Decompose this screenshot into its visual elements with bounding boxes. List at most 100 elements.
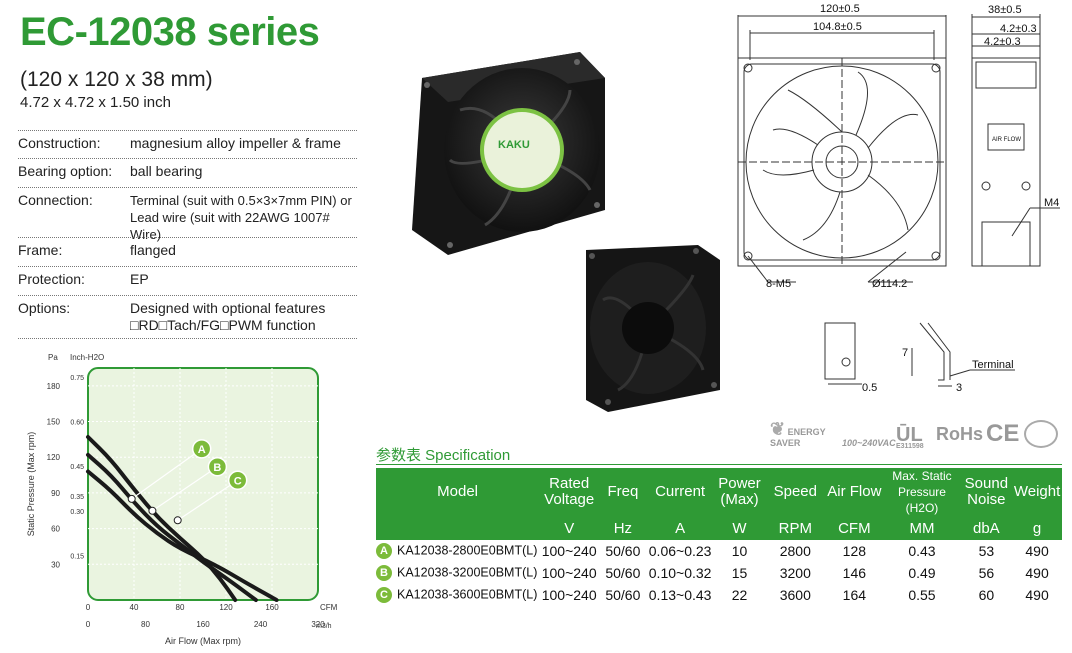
x-tick-cfm: 80 [176, 603, 185, 612]
terminal-body [824, 322, 856, 380]
marker-point-b [148, 506, 157, 515]
unit-header: W [713, 516, 766, 540]
cell-weight: 490 [1025, 587, 1049, 603]
spec-table: Model Rated Voltage Freq Current Power (… [376, 468, 1062, 606]
cell-airflow: 146 [842, 565, 867, 581]
label-diameter: Ø114.2 [872, 278, 907, 290]
cell-weight: 490 [1025, 543, 1049, 559]
ul-icon: ŪL [896, 424, 923, 446]
x-tick-cfm: 0 [86, 603, 91, 612]
cell-voltage: 100~240 [541, 587, 597, 603]
marker-leader-b [152, 466, 218, 512]
chart-plot-area [87, 367, 319, 601]
cert-energy: ❦ ENERGY SAVER [770, 420, 840, 449]
fan-photo-small [586, 245, 720, 412]
spec-label: Options: [18, 300, 71, 316]
y-unit-inch: Inch-H2O [70, 353, 104, 362]
cell-weight: 490 [1025, 565, 1049, 581]
spec-value-line1: Terminal (suit with 0.5×3×7mm PIN) or [130, 193, 352, 208]
unit-header: RPM [765, 516, 826, 540]
spec-label: Frame: [18, 242, 63, 258]
cell-airflow: 128 [842, 543, 867, 559]
unit-header: dbA [960, 516, 1013, 540]
y-unit-pa: Pa [48, 353, 58, 362]
cell-power: 22 [731, 587, 748, 603]
col-header: Max. Static Pressure (H2O) [883, 468, 961, 516]
spec-heading-underline [376, 464, 1062, 465]
cert-ul: ŪL E311598 [896, 424, 924, 450]
model-cell: C KA12038-3600E0BMT(L) [376, 584, 539, 606]
curve-c [86, 469, 279, 602]
cell-speed: 3200 [779, 565, 811, 581]
cert-energy-text: ENERGY SAVER [770, 427, 826, 448]
cell-noise: 60 [978, 587, 995, 603]
term-dim-0-5: 0.5 [862, 382, 877, 394]
unit-header: g [1012, 516, 1062, 540]
fan-hub-label-inner [484, 112, 560, 188]
col-header: Weight [1012, 468, 1062, 516]
badge-c-icon: C [376, 587, 392, 603]
x-axis-label: Air Flow (Max rpm) [165, 636, 241, 646]
spec-table-heading: 参数表 Specification [376, 447, 511, 464]
drawing-terminal: 7 0.5 3 Terminal [824, 322, 1015, 394]
dim-label-120: 120±0.5 [820, 3, 860, 15]
x-unit-cfm: CFM [320, 603, 338, 612]
performance-chart-svg: 1801501209060300.750.600.450.350.300.150… [26, 353, 338, 646]
x-tick-cfm: 120 [219, 603, 233, 612]
dimensions-mm: (120 x 120 x 38 mm) [20, 68, 213, 91]
cell-power: 15 [731, 565, 748, 581]
drawing-front-view: 120±0.5 104.8±0.5 8-M5 Ø114.2 [737, 3, 947, 290]
marker-point-a [127, 494, 136, 503]
spec-table-unit-row: V Hz A W RPM CFM MM dbA g [376, 516, 1062, 540]
model-name: KA12038-3600E0BMT(L) [397, 587, 538, 602]
x-tick-m3: 0 [86, 620, 91, 629]
marker-badge-a [191, 439, 212, 459]
spec-value: ball bearing [130, 163, 203, 179]
terminal-pin [919, 322, 945, 381]
spec-connection: Connection: Terminal (suit with 0.5×3×7m… [18, 187, 357, 242]
spec-protection: Protection: EP [18, 266, 357, 295]
term-dim-7: 7 [902, 347, 908, 359]
x-tick-m3: 160 [196, 620, 210, 629]
term-dim-3: 3 [956, 382, 962, 394]
cell-freq: 50/60 [605, 543, 641, 559]
cell-current: 0.10~0.32 [648, 565, 712, 581]
y-tick-pa: 30 [51, 560, 60, 569]
marker-badge-label-c: C [234, 475, 242, 487]
marker-leader-a [131, 448, 203, 500]
dim-label-4-2b: 4.2±0.3 [984, 36, 1021, 48]
spec-table-header-row: Model Rated Voltage Freq Current Power (… [376, 468, 1062, 516]
y-tick-inch: 0.75 [70, 375, 84, 382]
y-tick-pa: 60 [51, 525, 60, 534]
model-name: KA12038-3200E0BMT(L) [397, 565, 538, 580]
y-tick-inch: 0.15 [70, 553, 84, 560]
label-8-m5: 8-M5 [766, 278, 791, 290]
y-tick-pa: 180 [47, 382, 61, 391]
label-airflow: AIR FLOW [992, 137, 1021, 143]
x-tick-cfm: 160 [265, 603, 279, 612]
spec-value-line1: Designed with optional features [130, 300, 326, 316]
unit-header: A [646, 516, 714, 540]
x-tick-m3: 320 [311, 620, 325, 629]
ccc-icon [1024, 420, 1058, 448]
marker-badge-label-b: B [213, 462, 221, 474]
col-header: Air Flow [825, 468, 884, 516]
spec-value: EP [130, 271, 149, 287]
drawing-side-view: 38±0.5 4.2±0.3 4.2±0.3 M4 AIR FLOW [971, 4, 1060, 267]
y-tick-pa: 120 [47, 453, 61, 462]
cell-current: 0.06~0.23 [648, 543, 712, 559]
spec-value-line2: □RD□Tach/FG□PWM function [130, 317, 316, 333]
cert-ce: CE [986, 420, 1020, 447]
cell-noise: 56 [978, 565, 995, 581]
unit-header: Hz [599, 516, 647, 540]
col-header: Rated Voltage [539, 468, 600, 516]
col-header: Current [646, 468, 714, 516]
y-tick-inch: 0.60 [70, 420, 84, 427]
y-tick-inch: 0.35 [70, 494, 84, 501]
cert-ul-number: E311598 [896, 443, 924, 450]
x-tick-m3: 80 [141, 620, 150, 629]
y-tick-inch: 0.30 [70, 509, 84, 516]
